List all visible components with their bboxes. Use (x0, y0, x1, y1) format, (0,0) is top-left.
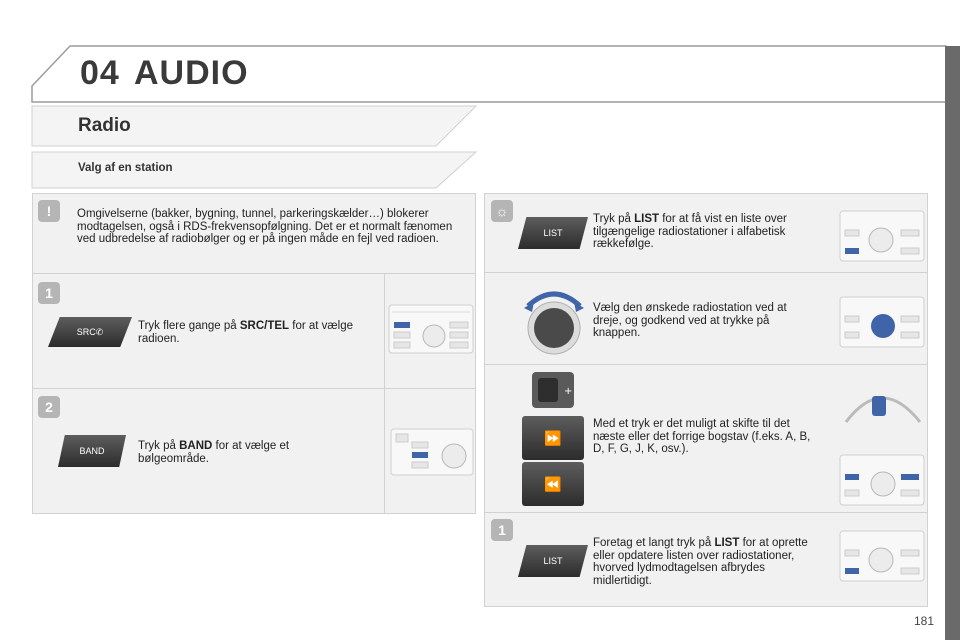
src-tel-button: SRC✆ (48, 317, 132, 347)
radio-unit-illustration (839, 454, 925, 506)
row-divider (32, 273, 476, 274)
rotary-knob-icon (524, 291, 584, 355)
step2-text: Tryk på BAND for at vælge et bølgeområde… (138, 440, 290, 465)
seek-forward-icon: ⏩ (522, 416, 584, 460)
step-number-badge: 1 (491, 519, 513, 541)
steering-control-icon: + (532, 372, 574, 408)
list-button: LIST (518, 545, 588, 577)
radio-unit-illustration (390, 428, 474, 476)
src-button-label: SRC (76, 327, 96, 337)
page-number: 181 (913, 614, 934, 628)
steering-wheel-illustration (844, 396, 922, 423)
section-subtitle: Valg af en station (78, 162, 173, 174)
skip-text: Med et tryk er det muligt at skifte til … (593, 418, 811, 455)
long-press-text: Foretag et langt tryk på LIST for at opr… (593, 537, 808, 587)
phone-icon: ✆ (95, 327, 104, 337)
row-divider (484, 272, 928, 273)
radio-unit-illustration (839, 530, 925, 582)
svg-text:+: + (564, 386, 572, 397)
row-divider (484, 364, 928, 365)
radio-unit-illustration (388, 304, 474, 354)
radio-unit-illustration (839, 296, 925, 348)
step-number-badge: 2 (38, 396, 60, 418)
step-number-badge: 1 (38, 282, 60, 304)
row-divider (32, 388, 476, 389)
warning-icon: ! (38, 200, 60, 222)
unit-cell (384, 389, 477, 514)
tip-sun-icon: ☼ (491, 200, 513, 222)
section-title: Radio (78, 115, 131, 136)
unit-cell (384, 274, 477, 388)
tip-text: Tryk på LIST for at få vist en liste ove… (593, 213, 787, 250)
list-button: LIST (518, 217, 588, 249)
band-button: BAND (58, 435, 126, 467)
warning-note-text: Omgivelserne (bakker, bygning, tunnel, p… (77, 208, 453, 245)
step1-text: Tryk flere gange på SRC/TEL for at vælge… (138, 320, 353, 345)
knob-text: Vælg den ønskede radiostation ved at dre… (593, 302, 787, 339)
section-frames (31, 105, 478, 189)
seek-back-icon: ⏪ (522, 462, 584, 506)
side-tab-bar (945, 46, 960, 640)
row-divider (484, 512, 928, 513)
chapter-title: AUDIO (134, 54, 249, 92)
radio-unit-illustration (839, 210, 925, 262)
chapter-number: 04 (80, 54, 120, 92)
